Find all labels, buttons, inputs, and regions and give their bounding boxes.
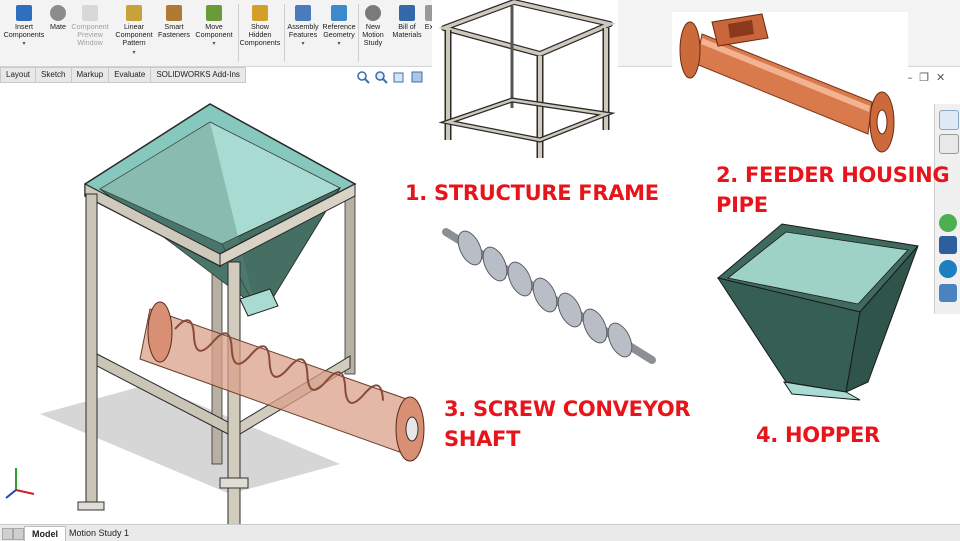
tab-evaluate[interactable]: Evaluate bbox=[108, 67, 151, 83]
label-structure-frame: 1. STRUCTURE FRAME bbox=[405, 181, 659, 205]
view-palette-icon[interactable] bbox=[939, 236, 957, 254]
pipe-flange bbox=[147, 301, 173, 363]
tab-markup[interactable]: Markup bbox=[70, 67, 109, 83]
window-controls[interactable]: –❐✕ bbox=[906, 72, 953, 84]
first-tab-arrow-icon[interactable] bbox=[2, 528, 13, 540]
assembly-features-label: Assembly Features bbox=[287, 22, 319, 40]
assembly-features-icon bbox=[295, 5, 311, 21]
frame-top-beam bbox=[219, 183, 356, 267]
hopper-side-face bbox=[845, 245, 919, 393]
insert-components-icon bbox=[16, 5, 32, 21]
ex-button[interactable]: Ex bbox=[424, 2, 434, 64]
hopper-outlet bbox=[239, 288, 279, 317]
insert-components-button[interactable]: Insert Components ▾ bbox=[0, 2, 48, 64]
x-axis-icon bbox=[15, 489, 35, 495]
mate-button[interactable]: Mate bbox=[38, 2, 78, 64]
show-hidden-components-button[interactable]: Show Hidden Components bbox=[236, 2, 284, 64]
mate-label: Mate bbox=[50, 22, 66, 31]
tab-model[interactable]: Model bbox=[24, 526, 66, 541]
shaft-end bbox=[405, 416, 419, 442]
show-hidden-icon bbox=[252, 5, 268, 21]
screw-flights bbox=[174, 319, 385, 404]
tab-solidworks-add-ins[interactable]: SOLIDWORKS Add-Ins bbox=[150, 67, 246, 83]
heads-up-view-toolbar bbox=[356, 70, 424, 84]
zoom-to-fit-icon[interactable] bbox=[356, 70, 370, 84]
reference-geometry-icon bbox=[331, 5, 347, 21]
bill-of-materials-button[interactable]: Bill of Materials bbox=[386, 2, 428, 64]
browser-icon[interactable] bbox=[939, 214, 957, 232]
chevron-down-icon[interactable]: ▾ bbox=[132, 49, 136, 56]
inlet-opening bbox=[728, 20, 754, 38]
pipe-opening bbox=[876, 109, 888, 135]
linear-pattern-label: Linear Component Pattern bbox=[115, 22, 153, 48]
z-axis-icon bbox=[5, 489, 17, 499]
assembly-features-button[interactable]: Assembly Features ▾ bbox=[282, 2, 324, 64]
design-library-icon[interactable] bbox=[939, 134, 959, 154]
assembly-3d-model bbox=[5, 103, 425, 524]
insert-components-label: Insert Components bbox=[3, 22, 45, 40]
component-preview-label: Component Preview Window bbox=[71, 22, 109, 48]
frame-lower-beam bbox=[96, 353, 229, 435]
back-leg bbox=[344, 183, 356, 375]
move-component-icon bbox=[206, 5, 222, 21]
fastener-icon bbox=[166, 5, 182, 21]
preview-window-icon bbox=[82, 5, 98, 21]
appearances-icon[interactable] bbox=[939, 260, 957, 278]
reference-geometry-label: Reference Geometry bbox=[322, 22, 356, 40]
feeder-housing-pipe-image bbox=[672, 12, 908, 154]
ribbon-separator bbox=[284, 4, 285, 62]
front-leg bbox=[85, 193, 98, 505]
task-pane bbox=[934, 104, 960, 314]
label-screw-conveyor-shaft: 3. SCREW CONVEYOR SHAFT bbox=[444, 397, 691, 451]
show-hidden-label: Show Hidden Components bbox=[239, 22, 281, 48]
paperclip-icon bbox=[50, 5, 66, 21]
tab-layout[interactable]: Layout bbox=[0, 67, 36, 83]
structure-frame-image bbox=[432, 0, 618, 160]
chevron-down-icon[interactable]: ▾ bbox=[301, 41, 305, 48]
new-motion-study-button[interactable]: New Motion Study bbox=[352, 2, 394, 64]
previous-view-icon[interactable] bbox=[392, 70, 406, 84]
ex-icon bbox=[425, 5, 433, 21]
pattern-icon bbox=[126, 5, 142, 21]
chevron-down-icon[interactable]: ▾ bbox=[212, 41, 216, 48]
bill-of-materials-label: Bill of Materials bbox=[392, 22, 422, 40]
screw-conveyor-shaft-image bbox=[440, 222, 662, 372]
section-view-icon[interactable] bbox=[410, 70, 424, 84]
move-component-button[interactable]: Move Component ▾ bbox=[190, 2, 238, 64]
ribbon-separator bbox=[238, 4, 239, 62]
smart-fasteners-label: Smart Fasteners bbox=[158, 22, 190, 40]
label-hopper: 4. HOPPER bbox=[756, 423, 880, 447]
forum-icon[interactable] bbox=[939, 284, 957, 302]
screw-flights bbox=[457, 230, 633, 358]
chevron-down-icon[interactable]: ▾ bbox=[337, 41, 341, 48]
linear-component-pattern-button[interactable]: Linear Component Pattern ▾ bbox=[110, 2, 158, 64]
ex-label: Ex bbox=[424, 22, 434, 31]
tab-sketch[interactable]: Sketch bbox=[35, 67, 71, 83]
pipe-highlight bbox=[701, 38, 870, 112]
leg-foot-plate bbox=[219, 477, 249, 489]
hopper-outlet-flange bbox=[782, 381, 861, 401]
pipe-flange bbox=[679, 21, 701, 79]
home-icon[interactable] bbox=[939, 110, 959, 130]
chevron-down-icon[interactable]: ▾ bbox=[22, 41, 26, 48]
assembly-shadow bbox=[40, 384, 340, 494]
new-motion-study-label: New Motion Study bbox=[362, 22, 384, 48]
bottom-tab-bar: Model Motion Study 1 bbox=[0, 524, 960, 541]
component-preview-window-button[interactable]: Component Preview Window bbox=[66, 2, 114, 64]
command-manager-tabs: Layout Sketch Markup Evaluate SOLIDWORKS… bbox=[0, 67, 246, 83]
tab-motion-study-1[interactable]: Motion Study 1 bbox=[69, 528, 130, 538]
hopper-image bbox=[712, 222, 924, 404]
smart-fasteners-button[interactable]: Smart Fasteners bbox=[150, 2, 198, 64]
bill-of-materials-icon bbox=[399, 5, 415, 21]
leg-foot-plate bbox=[77, 501, 105, 511]
ribbon-separator bbox=[358, 4, 359, 62]
frame-top-fill bbox=[438, 0, 616, 56]
next-tab-arrow-icon[interactable] bbox=[13, 528, 24, 540]
move-component-label: Move Component bbox=[195, 22, 233, 40]
zoom-area-icon[interactable] bbox=[374, 70, 388, 84]
hopper-inner bbox=[727, 231, 909, 305]
label-feeder-housing-pipe: 2. FEEDER HOUSING PIPE bbox=[716, 163, 950, 217]
reference-geometry-button[interactable]: Reference Geometry ▾ bbox=[318, 2, 360, 64]
motion-study-icon bbox=[365, 5, 381, 21]
